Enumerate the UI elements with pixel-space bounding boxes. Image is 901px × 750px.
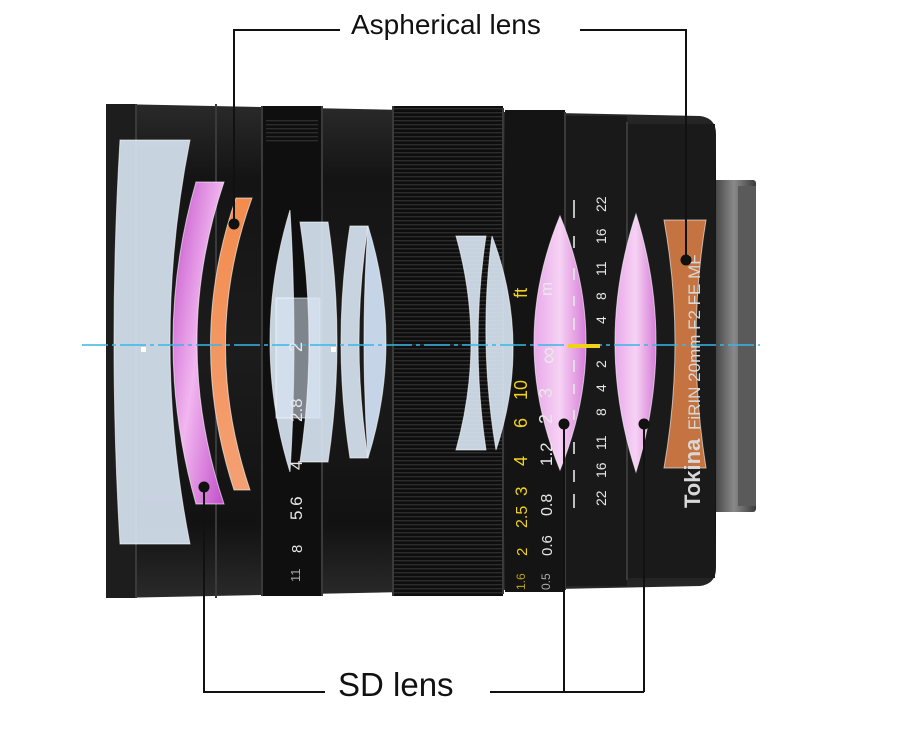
distance-value-m: 2: [536, 414, 556, 424]
callout-dots: [198, 218, 692, 493]
aspherical-lens-element: [663, 219, 707, 469]
barrel-branding: Tokina FiRIN 20mm F2 FE MF: [680, 254, 705, 508]
distance-value-ft: 2: [514, 548, 531, 556]
infinity-mark: ∞: [535, 347, 562, 364]
dof-value: 8: [593, 292, 609, 300]
sd-callout-dot: [558, 418, 570, 430]
sd-callout-lines: [203, 424, 645, 693]
distance-value-m: 0.6: [539, 535, 556, 556]
distance-value-ft: 10: [511, 380, 531, 400]
aspherical-lens-element: [210, 197, 253, 491]
sd-callout-dot: [638, 418, 650, 430]
dof-value: 2: [593, 360, 609, 368]
sd-lens-element: [614, 212, 657, 474]
aperture-value: 2: [286, 342, 306, 352]
distance-value-ft: 6: [511, 418, 531, 428]
distance-scale-ft: ft 10 6 4 3 2.5 2 1.6: [511, 288, 531, 590]
lens-element-standard: [485, 235, 514, 451]
aperture-ring-grip: [266, 120, 318, 142]
distance-value-ft: 3: [512, 487, 531, 496]
distance-unit-ft: ft: [511, 288, 531, 298]
lens-element-standard: [299, 221, 338, 463]
dof-value: 22: [593, 196, 609, 212]
distance-value-m: 0.8: [539, 494, 556, 516]
aperture-value: 11: [288, 569, 303, 583]
aspherical-callout-lines: [233, 29, 687, 258]
aspherical-lens-label: Aspherical lens: [345, 9, 547, 41]
distance-value-ft: 2.5: [514, 506, 531, 528]
lens-element-standard: [455, 235, 487, 451]
mount-flange: [738, 186, 756, 506]
dof-value: 16: [593, 462, 609, 478]
sd-lens-label: SD lens: [332, 666, 460, 704]
lens-element-standard: [363, 225, 387, 459]
dof-value: 16: [593, 228, 609, 244]
dof-value: 22: [593, 490, 609, 506]
aperture-value: 4: [287, 461, 306, 470]
model-name: FiRIN 20mm F2 FE MF: [685, 254, 704, 430]
distance-scale-m: m ∞ 3 2 1.2 0.8 0.6 0.5: [535, 282, 562, 590]
brand-name: Tokina: [680, 438, 705, 508]
dof-scale: 22 16 11 8 4 2 4 8 11 16 22: [568, 196, 609, 508]
aperture-value: 8: [289, 545, 306, 553]
dof-value: 11: [593, 435, 609, 450]
distance-unit-m: m: [537, 282, 556, 296]
focus-ring-grip: [393, 106, 503, 596]
distance-value-m: 3: [536, 388, 556, 398]
sd-callout-dot: [198, 481, 210, 493]
dof-value: 8: [593, 408, 609, 416]
dof-value: 4: [593, 316, 609, 324]
distance-value-m: 1.2: [537, 442, 556, 466]
lens-elements: [113, 139, 707, 545]
sd-lens-element: [533, 214, 587, 472]
distance-value-m: 0.5: [539, 573, 553, 590]
sd-lens-element: [172, 181, 225, 505]
axis-marker: [331, 347, 336, 352]
lens-element-standard: [113, 139, 191, 545]
distance-value-ft: 1.6: [514, 573, 528, 590]
aspherical-callout-dot: [228, 218, 240, 230]
aperture-value: 5.6: [287, 496, 306, 520]
distance-value-ft: 4: [511, 456, 531, 466]
aperture-scale: 2 2.8 4 5.6 8 11: [286, 342, 306, 582]
dof-value: 4: [593, 384, 609, 392]
aspherical-callout-dot: [680, 254, 692, 266]
focus-index-mark: [568, 344, 600, 348]
dof-value: 11: [593, 261, 609, 276]
aperture-value: 2.8: [287, 398, 306, 422]
axis-marker: [141, 347, 146, 352]
